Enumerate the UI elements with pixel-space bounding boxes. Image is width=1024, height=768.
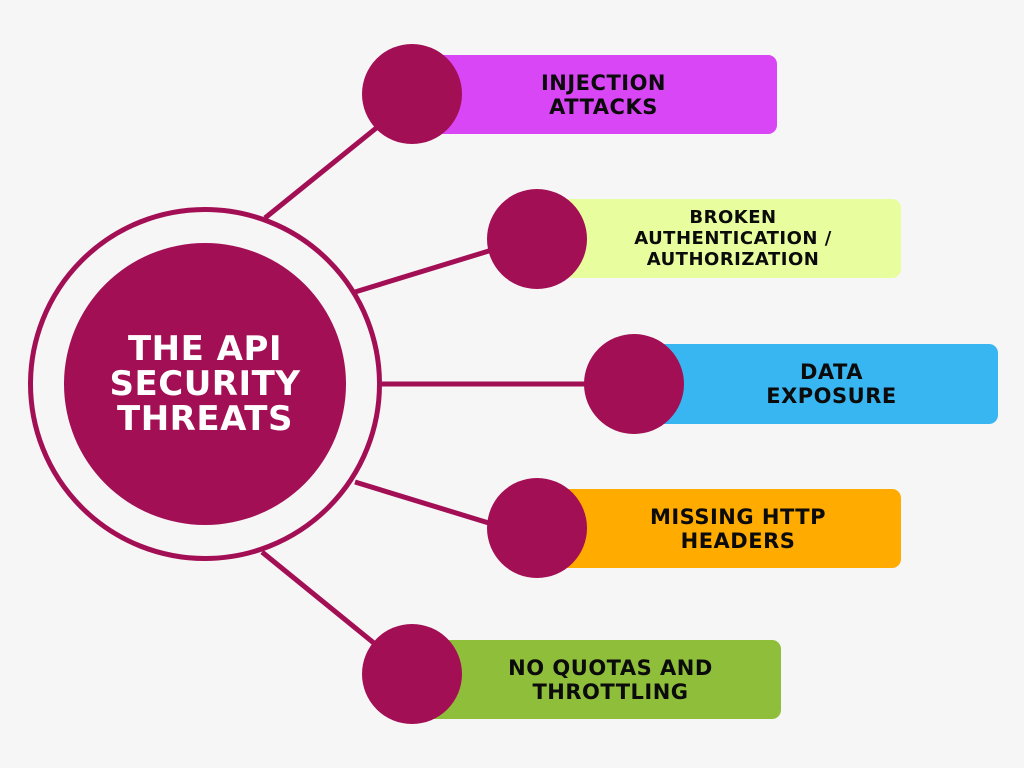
connector-line-quotas	[260, 550, 382, 650]
threat-node-http-headers	[487, 478, 587, 578]
connector-line-broken-auth	[354, 247, 493, 295]
threat-node-injection	[362, 44, 462, 144]
threat-card-quotas: NO QUOTAS AND THROTTLING	[420, 640, 781, 719]
hub-circle: THE API SECURITY THREATS	[64, 243, 346, 525]
threat-card-data-exposure: DATA EXPOSURE	[645, 344, 998, 424]
hub-title: THE API SECURITY THREATS	[109, 328, 301, 439]
threat-card-http-headers: MISSING HTTP HEADERS	[545, 489, 901, 568]
threat-card-broken-auth: BROKEN AUTHENTICATION / AUTHORIZATION	[545, 199, 901, 278]
threat-label-quotas: NO QUOTAS AND THROTTLING	[508, 655, 713, 704]
threat-card-injection: INJECTION ATTACKS	[420, 55, 777, 134]
threat-label-data-exposure: DATA EXPOSURE	[766, 360, 897, 408]
threat-label-injection: INJECTION ATTACKS	[540, 70, 667, 119]
threat-node-broken-auth	[487, 189, 587, 289]
threat-label-http-headers: MISSING HTTP HEADERS	[649, 504, 827, 553]
connector-line-injection	[263, 123, 382, 220]
threat-node-data-exposure	[584, 334, 684, 434]
threat-node-quotas	[362, 624, 462, 724]
threat-label-broken-auth: BROKEN AUTHENTICATION / AUTHORIZATION	[634, 207, 832, 270]
connector-line-http-headers	[354, 479, 493, 527]
